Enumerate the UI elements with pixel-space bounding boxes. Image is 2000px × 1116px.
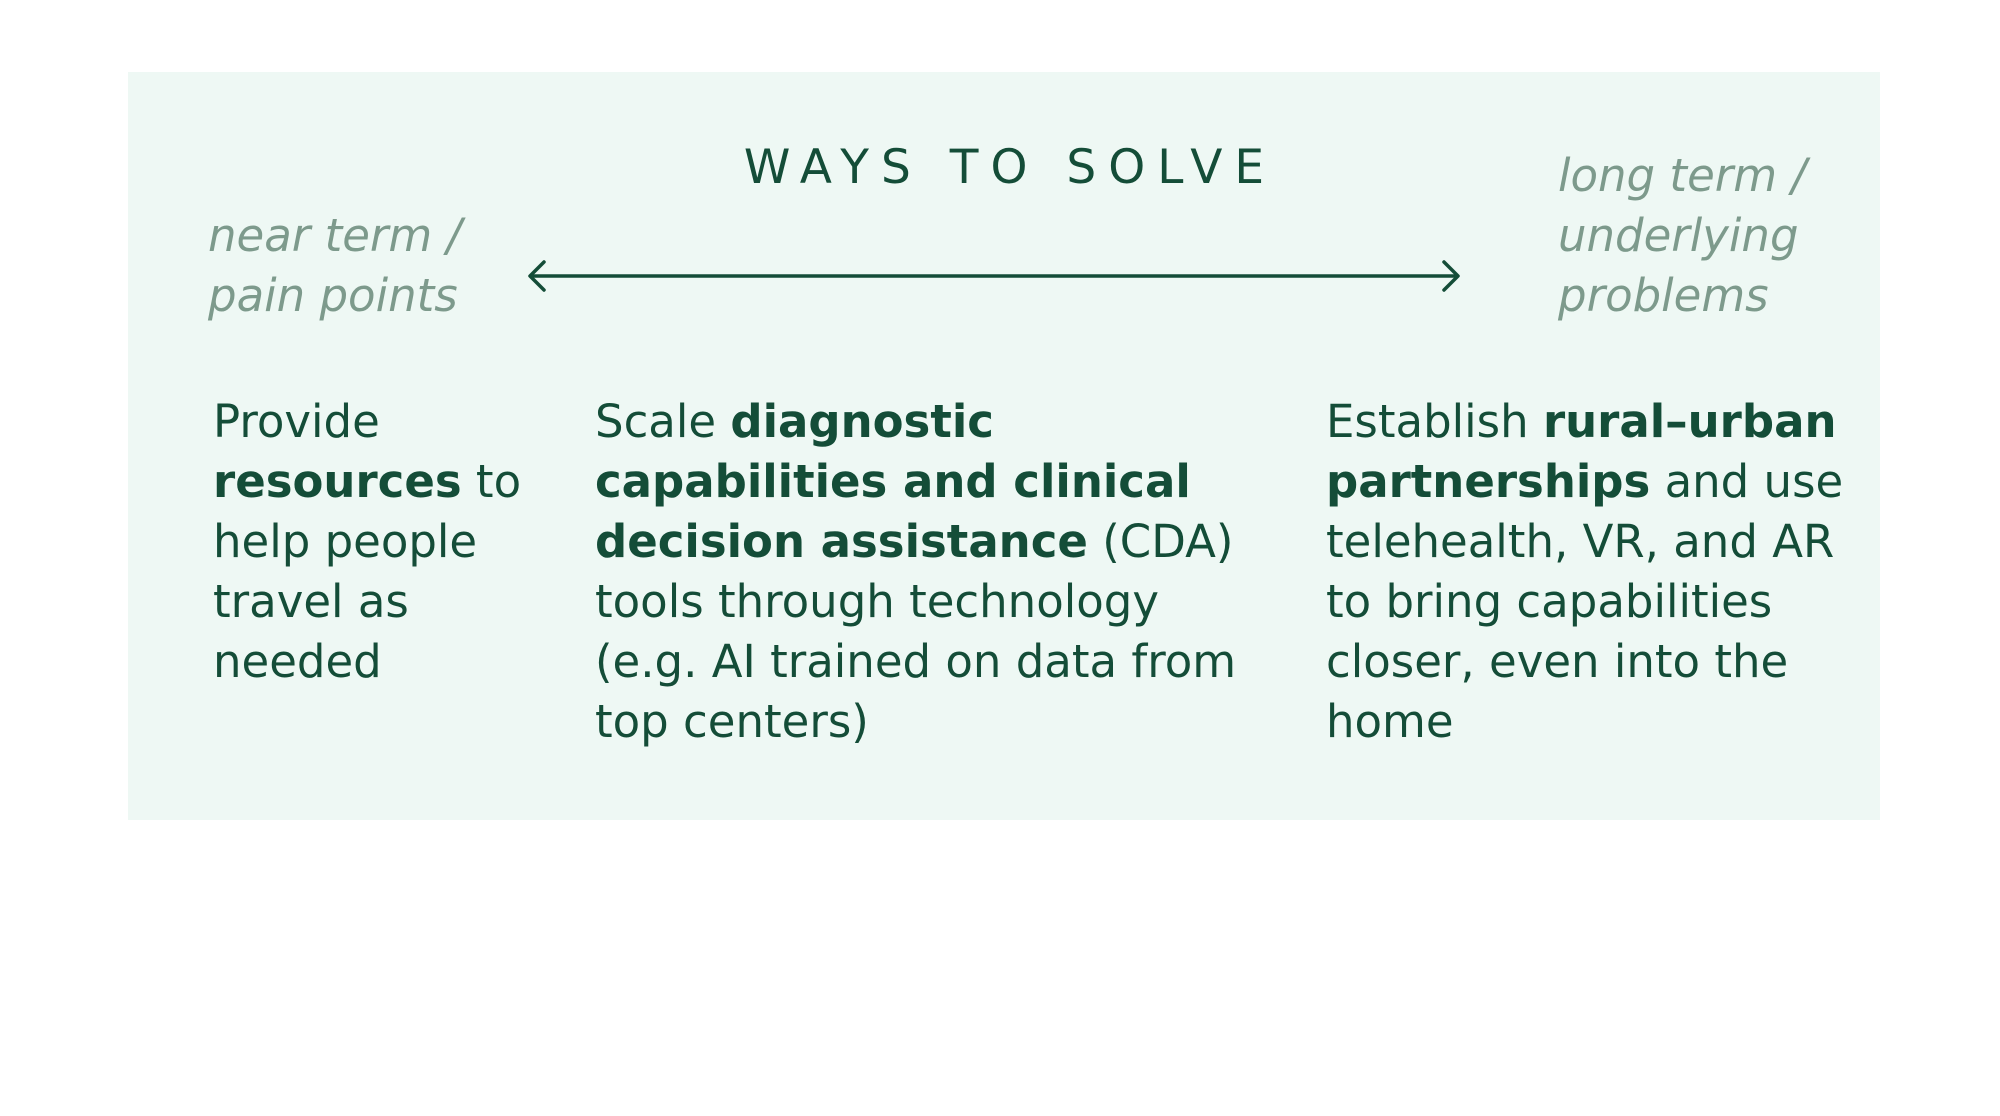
solution-diagnostic-bold: diagnostic capabilities and clinical dec… [595, 395, 1191, 568]
diagram-title: WAYS TO SOLVE [743, 140, 1277, 195]
solution-resources-post: help people travel as needed [213, 515, 478, 688]
ways-to-solve-panel [128, 72, 1880, 820]
solution-rural-urban: Establish rural–urban partnerships and u… [1326, 392, 1846, 752]
solution-diagnostic-cda: Scale diagnostic capabilities and clinic… [595, 392, 1255, 752]
arrow-head-right [1442, 260, 1460, 292]
solution-rural-bold: rural–urban partnerships [1326, 395, 1837, 508]
solution-resources-to: to [461, 455, 522, 508]
long-term-label: long term / underlying problems [1558, 149, 1807, 322]
solution-diagnostic-post: (CDA) tools through technology (e.g. AI … [595, 515, 1237, 748]
solution-rural-post: and use telehealth, VR, and AR to bring … [1326, 455, 1844, 748]
title-container: WAYS TO SOLVE [690, 140, 1330, 200]
solution-resources: Provide resources to help people travel … [213, 392, 553, 692]
solution-diagnostic-pre: Scale [595, 395, 731, 448]
double-headed-arrow [528, 260, 1460, 292]
solution-rural-pre: Establish [1326, 395, 1543, 448]
near-term-label: near term / pain points [208, 209, 462, 322]
arrow-head-left [528, 260, 546, 292]
solution-resources-bold: resources [213, 455, 462, 508]
solution-resources-pre: Provide [213, 395, 380, 448]
